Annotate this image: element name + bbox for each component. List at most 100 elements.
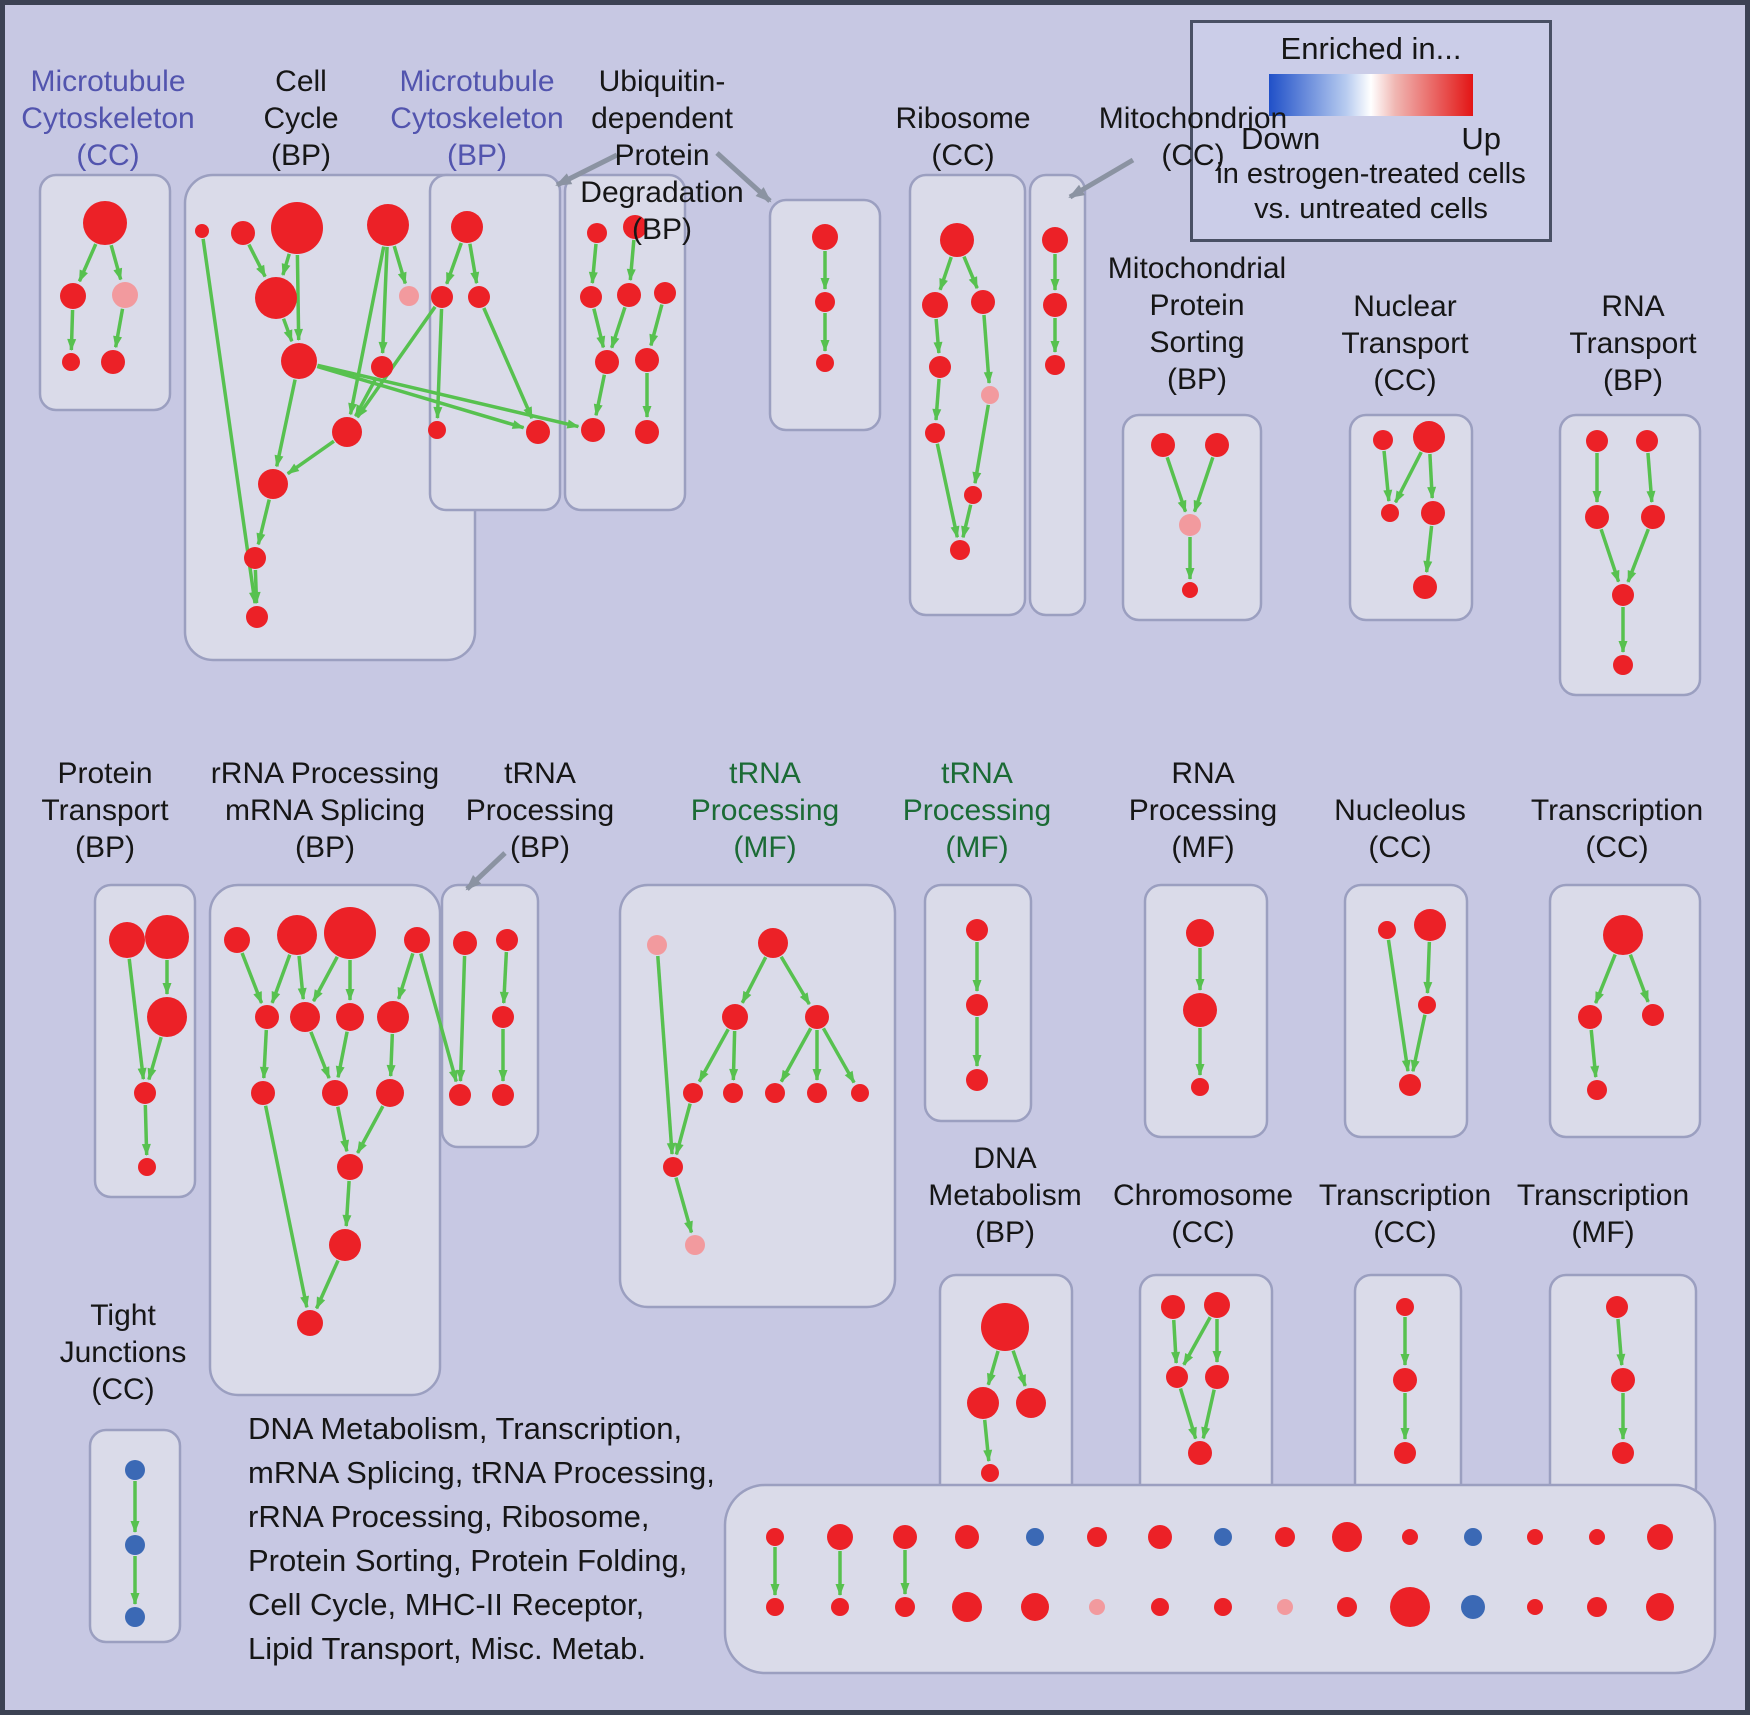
go-term-node-v1 [812,224,838,250]
group-label-transcription-cc-low: Transcription (CC) [1318,1179,1492,1249]
group-label-nucleolus: Nucleolus (CC) [1334,794,1466,864]
group-box-trna-processing-mf1 [618,883,897,1309]
group-label-transcription-cc-mid: Transcription (CC) [1530,794,1704,864]
go-term-node-m4 [428,421,446,439]
edge-c11-c12 [251,569,261,605]
go-term-node-e2 [1204,1292,1230,1318]
edge-s9-s14 [263,1105,310,1309]
edge-m2-m4 [433,308,444,420]
go-term-node-w4 [1641,505,1665,529]
edge-r5-r7 [972,404,991,485]
go-term-node-c7 [281,343,317,379]
go-term-node-h1 [966,919,988,941]
go-term-node-s8 [377,1001,409,1033]
go-term-node-c9 [332,417,362,447]
legend-gradient-bar [1269,74,1473,116]
edge-q4-q5 [1423,525,1434,574]
edge-c4-c8 [378,246,389,355]
edge-r2-r4 [933,318,943,355]
go-term-node-g4 [805,1005,829,1029]
go-term-node-c10 [258,469,288,499]
go-term-node-r7 [964,486,982,504]
go-term-node-g3 [722,1004,748,1030]
edge-p1-p3 [1165,456,1188,513]
go-term-node-p3 [1179,514,1201,536]
go-term-node-s9 [251,1081,275,1105]
edge-tb1-tb4 [456,955,467,1083]
edge-e2-e3 [1182,1316,1212,1366]
group-box-mitochondrion [1028,173,1087,617]
edge-u2-u4 [626,239,636,282]
go-term-node-c11 [244,547,266,569]
group-label-trna-processing-mf2: tRNA Processing (MF) [902,757,1052,864]
go-term-node-mt2 [827,1524,853,1550]
edge-n1-n2 [77,243,98,283]
go-term-node-f2 [1393,1368,1417,1392]
go-term-node-c8 [371,356,393,378]
go-term-node-c3 [271,202,323,254]
edge-u3-u6 [592,308,606,349]
edge-s1-s5 [240,952,264,1004]
group-box-mtc-bp [428,173,562,512]
go-term-node-c2 [231,221,255,245]
edge-u4-u6 [610,306,627,349]
go-term-node-mb14 [1587,1597,1607,1617]
edge-e1-e3 [1171,1319,1181,1365]
go-term-node-q2 [1413,421,1445,453]
go-term-node-c5 [255,277,297,319]
go-term-node-r5 [981,386,999,404]
edge-r1-r3 [962,255,979,290]
group-box-misc [723,1483,1717,1675]
go-term-node-g6 [723,1083,743,1103]
edge-g1-g10 [656,955,676,1156]
go-term-node-i3 [1191,1078,1209,1096]
group-box-protein-transport [93,883,197,1199]
edge-e4-e5 [1201,1389,1216,1440]
edge-c7-c10 [274,379,297,468]
go-term-node-j1 [1378,921,1396,939]
go-term-node-s7 [336,1003,364,1031]
edge-k2-k4 [1589,1029,1600,1079]
edge-s8-s11 [386,1033,396,1078]
go-term-node-v2 [815,292,835,312]
legend-downup-row: Down Up [1193,121,1549,157]
edge-s6-s10 [309,1031,331,1080]
annotation-arrow [465,851,507,891]
go-term-node-s10 [322,1080,348,1106]
edge-pt3-pt4 [147,1036,163,1081]
go-term-node-pt5 [138,1158,156,1176]
edge-s13-s14 [314,1259,340,1310]
edge-d1-d3 [1011,1350,1027,1387]
edge-c4-c9 [348,246,386,416]
go-term-node-g9 [851,1084,869,1102]
go-term-node-s3 [324,907,376,959]
go-term-node-j2 [1414,909,1446,941]
edge-pt4-pt5 [141,1104,151,1157]
go-term-node-m5 [526,420,550,444]
go-term-node-mt1 [766,1528,784,1546]
go-term-node-n4 [62,353,80,371]
edge-c2-c5 [247,243,267,278]
group-label-rna-transport: RNA Transport (BP) [1569,290,1697,397]
edge-c7-m5 [316,364,525,430]
edge-m2-c9 [355,305,437,419]
go-term-node-tb1 [453,931,477,955]
go-term-node-t2 [1043,293,1067,317]
go-term-node-n1 [83,201,127,245]
go-term-node-s6 [290,1002,320,1032]
go-term-node-u5 [654,282,676,304]
group-label-trna-processing-bp: tRNA Processing (BP) [465,757,615,864]
go-term-node-mb13 [1527,1599,1543,1615]
group-label-chromosome: Chromosome (CC) [1112,1179,1294,1249]
edge-g4-g9 [821,1027,856,1084]
go-term-node-x1 [1606,1296,1628,1318]
edge-s2-s6 [297,955,307,1001]
edge-g2-g3 [740,956,768,1004]
go-term-node-g11 [685,1235,705,1255]
go-term-node-mb6 [1089,1599,1105,1615]
go-term-node-mb12 [1461,1595,1485,1619]
go-term-node-n3 [112,282,138,308]
go-term-node-t1 [1042,227,1068,253]
go-term-node-m2 [431,286,453,308]
edge-e3-e5 [1178,1387,1198,1440]
